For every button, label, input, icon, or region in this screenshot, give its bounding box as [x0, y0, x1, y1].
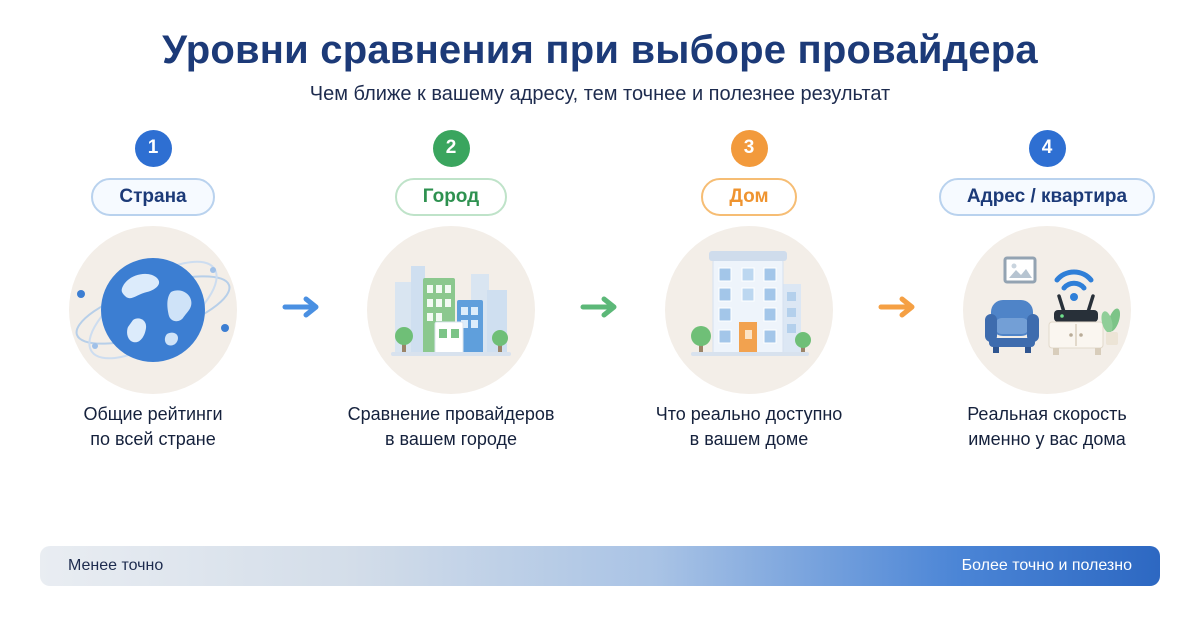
step-number-badge: 4: [1028, 129, 1066, 167]
step-label-pill: Адрес / квартира: [938, 177, 1156, 216]
step-country: 1 Страна Общие: [27, 129, 279, 452]
armchair-icon: [985, 299, 1039, 353]
page-title: Уровни сравнения при выборе провайдера: [162, 28, 1038, 72]
step-label-pill: Город: [394, 177, 508, 216]
step-number-badge: 3: [730, 129, 768, 167]
wifi-icon: [1054, 269, 1094, 301]
step-address: 4 Адрес / квартира: [921, 129, 1173, 452]
step-number-badge: 2: [432, 129, 470, 167]
arrow-country-to-city-icon: [279, 295, 325, 319]
step-caption: Реальная скорость именно у вас дома: [967, 403, 1127, 449]
step-caption: Что реально доступно в вашем доме: [655, 403, 843, 449]
arrow-house-to-address-icon: [875, 295, 921, 319]
city-buildings-icon: [365, 224, 537, 396]
arrow-city-to-house-icon: [577, 295, 623, 319]
scale-right-label: Более точно и полезно: [961, 557, 1132, 574]
steps-row: 1 Страна Общие: [0, 129, 1200, 452]
infographic-page: Уровни сравнения при выборе провайдера Ч…: [0, 28, 1200, 586]
step-number-badge: 1: [134, 129, 172, 167]
scale-left-label: Менее точно: [68, 557, 164, 574]
step-house: 3 Дом: [623, 129, 875, 452]
step-city: 2 Город: [325, 129, 577, 452]
accuracy-scale-bar: Менее точно Более точно и полезно: [40, 546, 1160, 586]
sideboard-icon: [1048, 321, 1104, 355]
globe-icon: [67, 224, 239, 396]
page-subtitle: Чем ближе к вашему адресу, тем точнее и …: [309, 82, 891, 105]
picture-frame-icon: [1003, 256, 1037, 284]
step-label-pill: Дом: [701, 177, 797, 216]
step-caption: Сравнение провайдеров в вашем городе: [347, 403, 555, 449]
step-caption: Общие рейтинги по всей стране: [83, 403, 223, 449]
home-interior-icon: [961, 224, 1133, 396]
step-label-pill: Страна: [91, 177, 215, 216]
router-icon: [1054, 294, 1098, 322]
apartment-building-icon: [663, 224, 835, 396]
plant-icon: [1101, 308, 1121, 345]
